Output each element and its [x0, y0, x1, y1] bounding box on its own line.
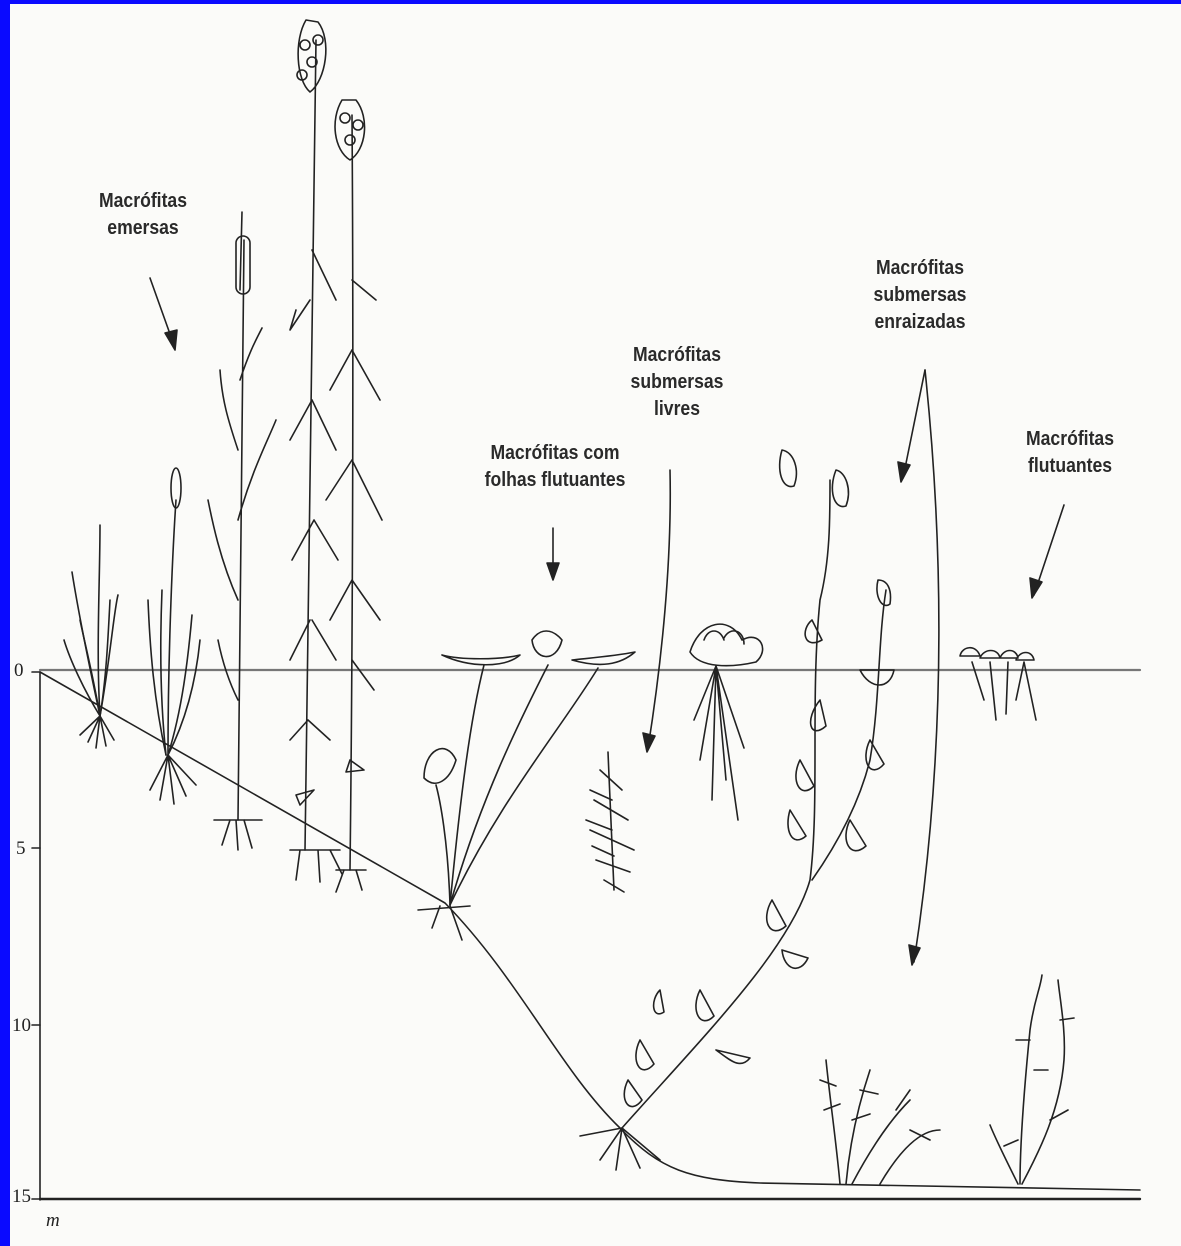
label-line: livres — [620, 396, 734, 423]
depth-tick-15: 15 — [12, 1186, 31, 1208]
arrow-submersas-livres — [643, 470, 670, 752]
tall-reed-plant-2 — [326, 100, 382, 892]
label-line: submersas — [620, 369, 734, 396]
label-macrofitas-submersas-livres: Macrófitas submersas livres — [620, 342, 734, 423]
floating-leaved-plant — [418, 631, 635, 940]
depth-tick-0: 0 — [14, 660, 24, 682]
emergent-spike-plant — [148, 468, 200, 804]
label-macrofitas-flutuantes: Macrófitas flutuantes — [1013, 426, 1127, 480]
label-line: emersas — [86, 215, 200, 242]
label-line: Macrófitas — [1013, 426, 1127, 453]
label-line: Macrófitas — [620, 342, 734, 369]
label-line: Macrófitas com — [467, 440, 643, 467]
arrow-submersas-enraizadas — [898, 370, 939, 965]
emergent-rosette-plant-1 — [64, 525, 118, 748]
tall-reed-plant-1 — [290, 20, 342, 882]
label-line: enraizadas — [863, 309, 977, 336]
label-macrofitas-folhas-flutuantes: Macrófitas com folhas flutuantes — [467, 440, 643, 494]
label-line: folhas flutuantes — [467, 467, 643, 494]
lake-bottom-profile — [40, 672, 1140, 1190]
depth-tick-10: 10 — [12, 1015, 31, 1037]
depth-tick-5: 5 — [16, 838, 26, 860]
label-line: Macrófitas — [863, 255, 977, 282]
arrow-emersas — [150, 278, 177, 350]
rooted-submerged-small-plant-2 — [990, 975, 1074, 1184]
duckweed-plants — [960, 648, 1036, 720]
arrow-flutuantes — [1030, 505, 1064, 598]
rooted-submerged-small-plant-1 — [820, 1060, 940, 1184]
label-line: submersas — [863, 282, 977, 309]
label-macrofitas-submersas-enraizadas: Macrófitas submersas enraizadas — [863, 255, 977, 336]
arrow-folhas-flutuantes — [547, 528, 559, 580]
label-line: flutuantes — [1013, 453, 1127, 480]
label-line: Macrófitas — [86, 188, 200, 215]
label-macrofitas-emersas: Macrófitas emersas — [86, 188, 200, 242]
depth-unit-label: m — [46, 1210, 60, 1232]
cattail-plant — [208, 212, 276, 850]
free-submerged-plant — [586, 752, 634, 892]
floating-rosette-plant — [690, 624, 763, 820]
